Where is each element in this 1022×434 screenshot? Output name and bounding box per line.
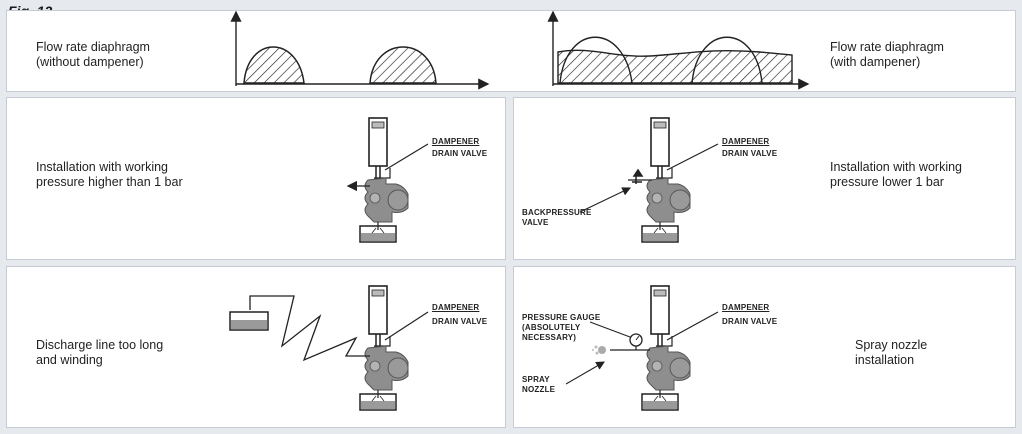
drain-valve-label-3: DRAIN VALVE — [432, 317, 488, 326]
spray-nozzle-label: SPRAY NOZZLE — [522, 375, 556, 394]
pressure-gauge-label: PRESSURE GAUGE (ABSOLUTELY NECESSARY) — [522, 313, 601, 342]
flow-rate-panel — [6, 10, 1016, 92]
discharge-panel — [6, 266, 506, 428]
flow-with-dampener-graph — [547, 10, 810, 90]
pump-assembly-3 — [229, 285, 429, 411]
pump-assembly-4 — [565, 285, 719, 411]
dampener-label-2: DAMPENER — [722, 137, 770, 146]
pump-assembly-2 — [579, 117, 719, 243]
pump-assembly-1 — [346, 117, 429, 243]
drain-valve-label-1: DRAIN VALVE — [432, 149, 488, 158]
flow-without-dampener-graph — [230, 10, 490, 90]
backpressure-valve-label: BACKPRESSURE VALVE — [522, 208, 592, 227]
flow-without-caption: Flow rate diaphragm (without dampener) — [36, 40, 150, 69]
flow-with-caption: Flow rate diaphragm (with dampener) — [830, 40, 944, 69]
drain-valve-label-4: DRAIN VALVE — [722, 317, 778, 326]
install-higher-caption: Installation with working pressure highe… — [36, 160, 183, 189]
install-lower-caption: Installation with working pressure lower… — [830, 160, 963, 189]
dampener-label-3: DAMPENER — [432, 303, 480, 312]
spray-caption: Spray nozzle installation — [855, 338, 928, 367]
discharge-caption: Discharge line too long and winding — [36, 338, 164, 367]
install-lower-panel — [513, 97, 1016, 260]
drain-valve-label-2: DRAIN VALVE — [722, 149, 778, 158]
spray-nozzle-icon — [591, 345, 606, 355]
install-higher-panel — [6, 97, 506, 260]
dampener-label-1: DAMPENER — [432, 137, 480, 146]
dampener-label-4: DAMPENER — [722, 303, 770, 312]
